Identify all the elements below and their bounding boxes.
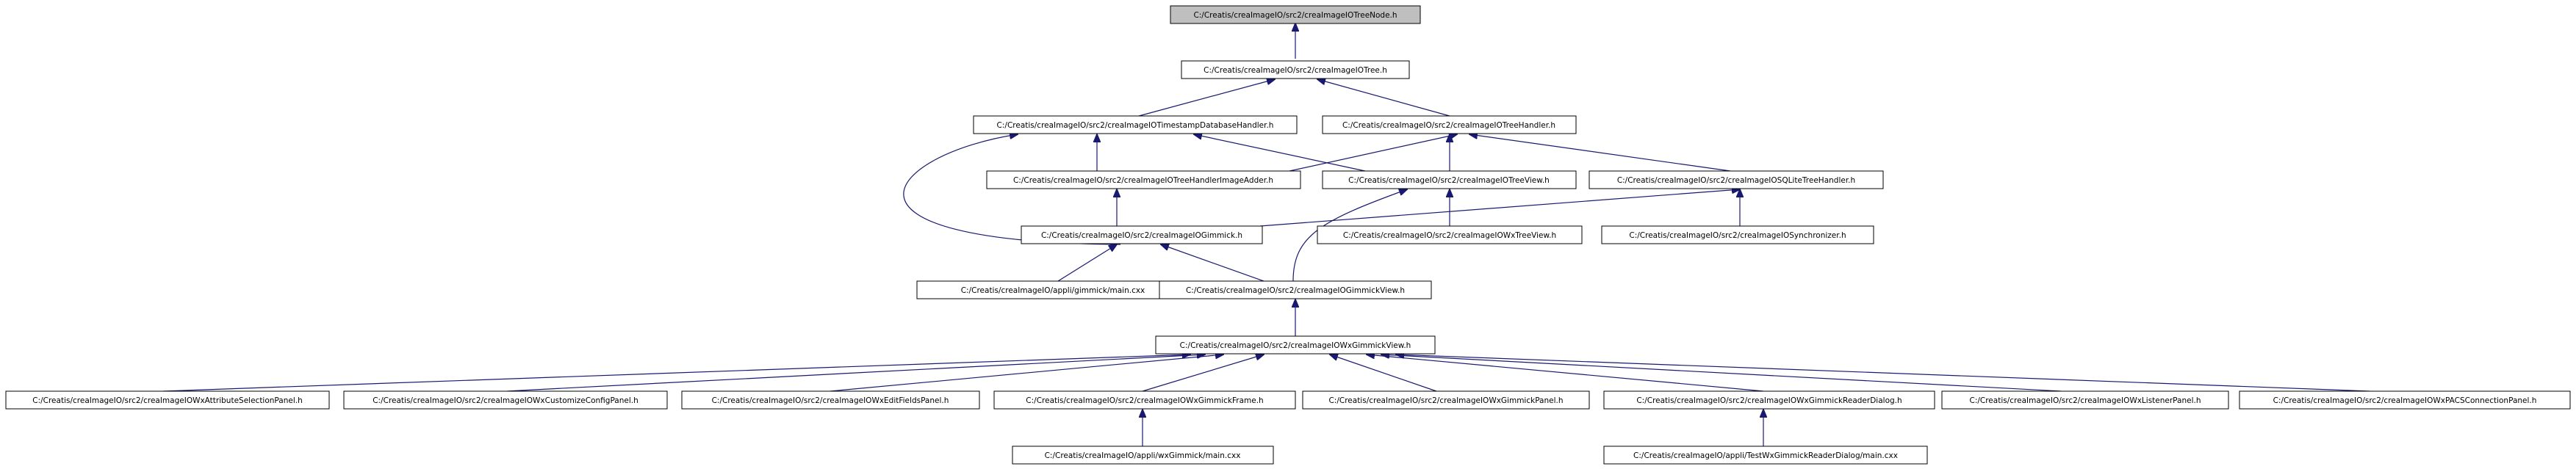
edge-treeview-to-timestamp	[1194, 134, 1366, 172]
node-label: C:/Creatis/creaImageIO/src2/creaImageIOW…	[2273, 396, 2537, 405]
edge-timestamp-to-tree	[1138, 79, 1275, 117]
node-customize[interactable]: C:/Creatis/creaImageIO/src2/creaImageIOW…	[343, 390, 668, 410]
node-label: C:/Creatis/creaImageIO/src2/creaImageIOW…	[1343, 231, 1556, 240]
node-sqlite[interactable]: C:/Creatis/creaImageIO/src2/creaImageIOS…	[1589, 170, 1884, 189]
node-pacs[interactable]: C:/Creatis/creaImageIO/src2/creaImageIOW…	[2239, 390, 2571, 410]
node-label: C:/Creatis/creaImageIO/src2/creaImageIOG…	[1186, 286, 1405, 295]
node-label: C:/Creatis/creaImageIO/src2/creaImageIOW…	[1180, 341, 1411, 350]
node-treehandler[interactable]: C:/Creatis/creaImageIO/src2/creaImageIOT…	[1322, 115, 1577, 134]
edge-listener-to-wxgimmickview	[1381, 355, 2062, 392]
edge-gimmickframe-to-wxgimmickview	[1142, 355, 1264, 392]
node-label: C:/Creatis/creaImageIO/src2/creaImageIOW…	[1328, 396, 1563, 405]
node-tree[interactable]: C:/Creatis/creaImageIO/src2/creaImageIOT…	[1181, 60, 1410, 79]
edge-gimmick-to-timestamp	[903, 134, 1121, 245]
edge-sqlite-to-treehandler	[1469, 134, 1731, 172]
edge-imageadder-to-treehandler	[1289, 134, 1457, 172]
edge-editfields-to-wxgimmickview	[830, 355, 1223, 392]
edge-gimmickview-to-gimmick	[1161, 244, 1264, 282]
edge-attrpanel-to-wxgimmickview	[162, 355, 1190, 392]
edge-pacs-to-wxgimmickview	[1396, 355, 2370, 392]
edge-appmain-to-gimmick	[1057, 244, 1117, 282]
node-attrpanel[interactable]: C:/Creatis/creaImageIO/src2/creaImageIOW…	[5, 390, 330, 410]
node-wxtreeview[interactable]: C:/Creatis/creaImageIO/src2/creaImageIOW…	[1317, 225, 1583, 244]
edge-customize-to-wxgimmickview	[506, 355, 1205, 392]
node-timestamp[interactable]: C:/Creatis/creaImageIO/src2/creaImageIOT…	[973, 115, 1298, 134]
node-label: C:/Creatis/creaImageIO/src2/creaImageIOS…	[1629, 231, 1846, 240]
node-label: C:/Creatis/creaImageIO/src2/creaImageIOW…	[1026, 396, 1263, 405]
nodes: C:/Creatis/creaImageIO/src2/creaImageIOT…	[5, 5, 2571, 465]
node-label: C:/Creatis/creaImageIO/src2/creaImageIOT…	[1342, 121, 1555, 130]
edge-readerdialog-to-wxgimmickview	[1367, 355, 1764, 392]
node-label: C:/Creatis/creaImageIO/appli/TestWxGimmi…	[1633, 451, 1898, 460]
node-wxgimmickmain[interactable]: C:/Creatis/creaImageIO/appli/wxGimmick/m…	[1012, 446, 1274, 465]
node-editfields[interactable]: C:/Creatis/creaImageIO/src2/creaImageIOW…	[681, 390, 980, 410]
node-label: C:/Creatis/creaImageIO/src2/creaImageIOT…	[1348, 176, 1550, 185]
node-label: C:/Creatis/creaImageIO/src2/creaImageIOW…	[373, 396, 638, 405]
node-gimmickframe[interactable]: C:/Creatis/creaImageIO/src2/creaImageIOW…	[993, 390, 1296, 410]
node-label: C:/Creatis/creaImageIO/src2/creaImageIOT…	[1193, 11, 1397, 20]
node-treeview[interactable]: C:/Creatis/creaImageIO/src2/creaImageIOT…	[1322, 170, 1577, 189]
node-testreadermain[interactable]: C:/Creatis/creaImageIO/appli/TestWxGimmi…	[1603, 446, 1928, 465]
node-label: C:/Creatis/creaImageIO/src2/creaImageIOW…	[712, 396, 949, 405]
node-synchronizer[interactable]: C:/Creatis/creaImageIO/src2/creaImageIOS…	[1601, 225, 1874, 244]
node-gimmickview[interactable]: C:/Creatis/creaImageIO/src2/creaImageIOG…	[1159, 280, 1432, 299]
node-appmain[interactable]: C:/Creatis/creaImageIO/appli/gimmick/mai…	[916, 280, 1190, 299]
node-treenode[interactable]: C:/Creatis/creaImageIO/src2/creaImageIOT…	[1170, 5, 1421, 24]
edge-gimmickpanel-to-wxgimmickview	[1330, 355, 1437, 392]
node-readerdialog[interactable]: C:/Creatis/creaImageIO/src2/creaImageIOW…	[1603, 390, 1935, 410]
node-label: C:/Creatis/creaImageIO/src2/creaImageIOT…	[997, 121, 1274, 130]
node-label: C:/Creatis/creaImageIO/appli/wxGimmick/m…	[1045, 451, 1241, 460]
node-listener[interactable]: C:/Creatis/creaImageIO/src2/creaImageIOW…	[1941, 390, 2229, 410]
edge-treehandler-to-tree	[1317, 79, 1450, 117]
node-label: C:/Creatis/creaImageIO/src2/creaImageIOT…	[1204, 66, 1387, 75]
node-wxgimmickview[interactable]: C:/Creatis/creaImageIO/src2/creaImageIOW…	[1155, 335, 1436, 355]
node-label: C:/Creatis/creaImageIO/src2/creaImageIOW…	[32, 396, 303, 405]
edges	[162, 23, 2370, 446]
node-gimmick[interactable]: C:/Creatis/creaImageIO/src2/creaImageIOG…	[1021, 225, 1263, 244]
node-label: C:/Creatis/creaImageIO/src2/creaImageIOW…	[1636, 396, 1902, 405]
node-label: C:/Creatis/creaImageIO/appli/gimmick/mai…	[961, 286, 1145, 295]
edge-gimmick-to-sqlite	[1259, 189, 1740, 227]
node-label: C:/Creatis/creaImageIO/src2/creaImageIOG…	[1041, 231, 1242, 240]
node-gimmickpanel[interactable]: C:/Creatis/creaImageIO/src2/creaImageIOW…	[1302, 390, 1590, 410]
node-imageadder[interactable]: C:/Creatis/creaImageIO/src2/creaImageIOT…	[986, 170, 1301, 189]
node-label: C:/Creatis/creaImageIO/src2/creaImageIOS…	[1617, 176, 1855, 185]
node-label: C:/Creatis/creaImageIO/src2/creaImageIOW…	[1969, 396, 2201, 405]
node-label: C:/Creatis/creaImageIO/src2/creaImageIOT…	[1013, 176, 1273, 185]
